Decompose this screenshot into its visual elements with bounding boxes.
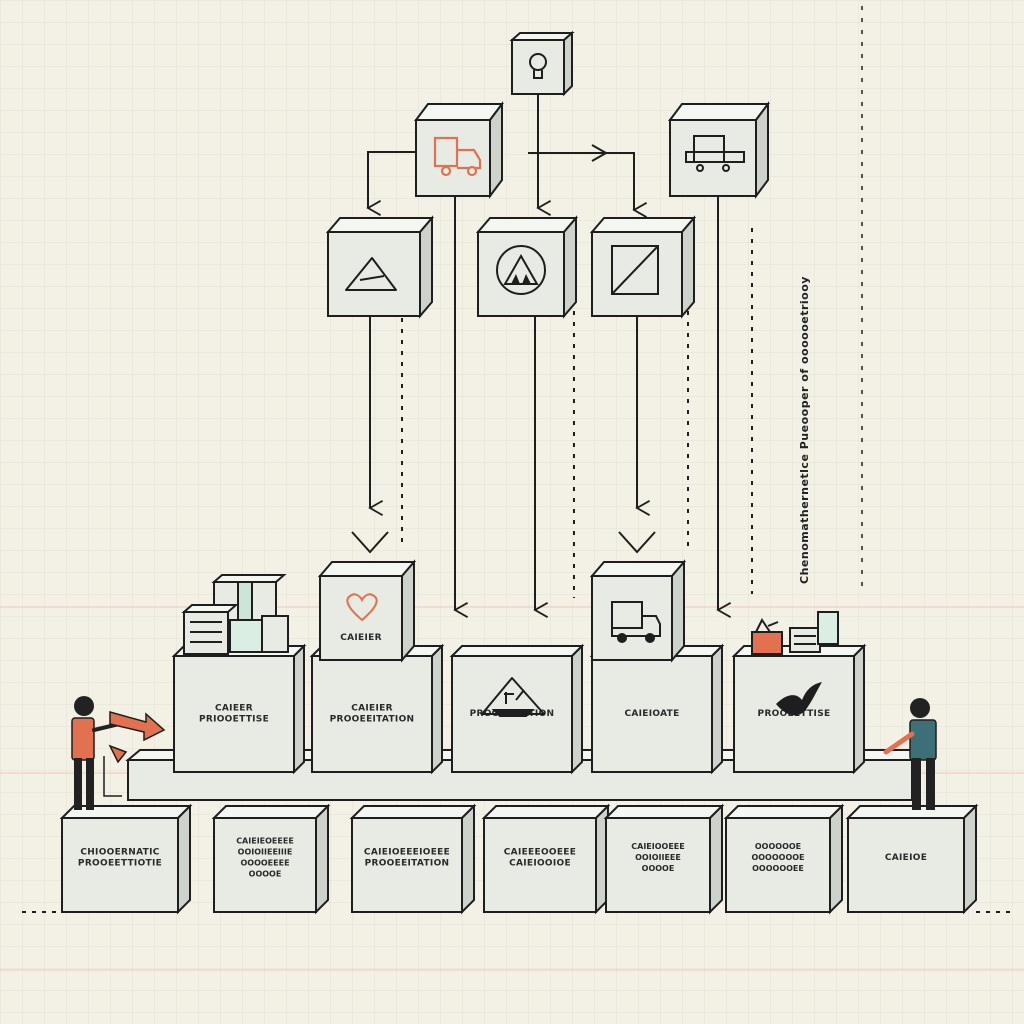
connectors [22, 6, 1010, 913]
box-label-line: CAIEIOATE [624, 709, 679, 719]
connector-left-branch [368, 151, 416, 208]
box-label-line: OOOOOOOE [751, 853, 804, 862]
slash-box [589, 215, 697, 319]
box-label-line: CAIEEEOOEEE [504, 848, 576, 858]
bird-icon [776, 682, 822, 716]
bottom-box: CAIEIOOEEE OOIOIIEEE OOOOE [603, 803, 725, 915]
box-label-line: OOOOOOEE [752, 864, 804, 873]
box-label-line: CAIEIEOEEEE [236, 837, 294, 846]
arrow-sign [108, 711, 166, 764]
box-label-line: PROOEEITATION [365, 859, 450, 869]
truck-box [414, 101, 504, 199]
delivery-truck-icon [611, 601, 661, 643]
box-label-line: CAIEIOOIOE [509, 859, 571, 869]
hazard-triangle-icon [496, 245, 546, 295]
box-label-line: OOOOE [249, 870, 282, 879]
cargo-truck-box [668, 101, 770, 199]
box-label-line: OOIOIIEEIIIE [238, 848, 293, 857]
bottom-box: CAIEIOE [845, 803, 979, 915]
inbox-box-heart: CAIEIER [317, 559, 417, 663]
heart-icon [346, 593, 378, 622]
connector-top-branch [538, 152, 634, 210]
person-left [71, 696, 130, 810]
box-label-line: CAIEIER [351, 704, 393, 714]
warning-triangle-icon [345, 257, 397, 291]
stacked-boxes-icon [181, 574, 289, 655]
hazard-box [475, 215, 579, 319]
box-label-line: PRIOOETTISE [199, 715, 269, 725]
inbox-box-truck [589, 559, 687, 663]
box-label-line: CAIEIOE [885, 853, 927, 863]
cargo-truck-icon [685, 135, 745, 172]
toolbox-icon [751, 611, 839, 655]
platform-row: CAIEERPRIOOETTISECAIEIERPROOEEITATIONPRO… [171, 643, 867, 775]
side-caption: Chenomathernetlce Pueooper of oooooetrio… [798, 276, 811, 584]
box-label-line: OOOOE [642, 864, 675, 873]
box-label-line: OOOOEEEE [240, 859, 289, 868]
truck-icon [433, 136, 482, 177]
inbox-label: CAIEIER [340, 633, 382, 643]
box-label-line: PROOEETTIOTIE [78, 859, 162, 869]
platform-box: CAIEIOATE [589, 643, 725, 775]
box-label-line: CAIEIOOEEE [631, 842, 684, 851]
bottom-box: OOOOOOE OOOOOOOE OOOOOOEE [723, 803, 845, 915]
person-right [883, 698, 937, 810]
box-label-line: CAIEER [215, 704, 253, 714]
box-label-line: OOOOOOE [755, 842, 801, 851]
bottom-box: CAIEIEOEEEE OOIOIIEEIIIE OOOOEEEE OOOOE [211, 803, 331, 915]
box-label-line: CHIOOERNATIC [80, 848, 159, 858]
top-box [509, 30, 575, 97]
box-label-line: CAIEIOEEEIOEEE [364, 848, 450, 858]
diagonal-slash-icon [611, 245, 659, 295]
lightbulb-icon [529, 53, 547, 79]
warning-box [325, 215, 435, 319]
ship-icon [481, 677, 545, 717]
box-label-line: PROOEEITATION [330, 715, 415, 725]
box-label-line: OOIOIIEEE [635, 853, 681, 862]
